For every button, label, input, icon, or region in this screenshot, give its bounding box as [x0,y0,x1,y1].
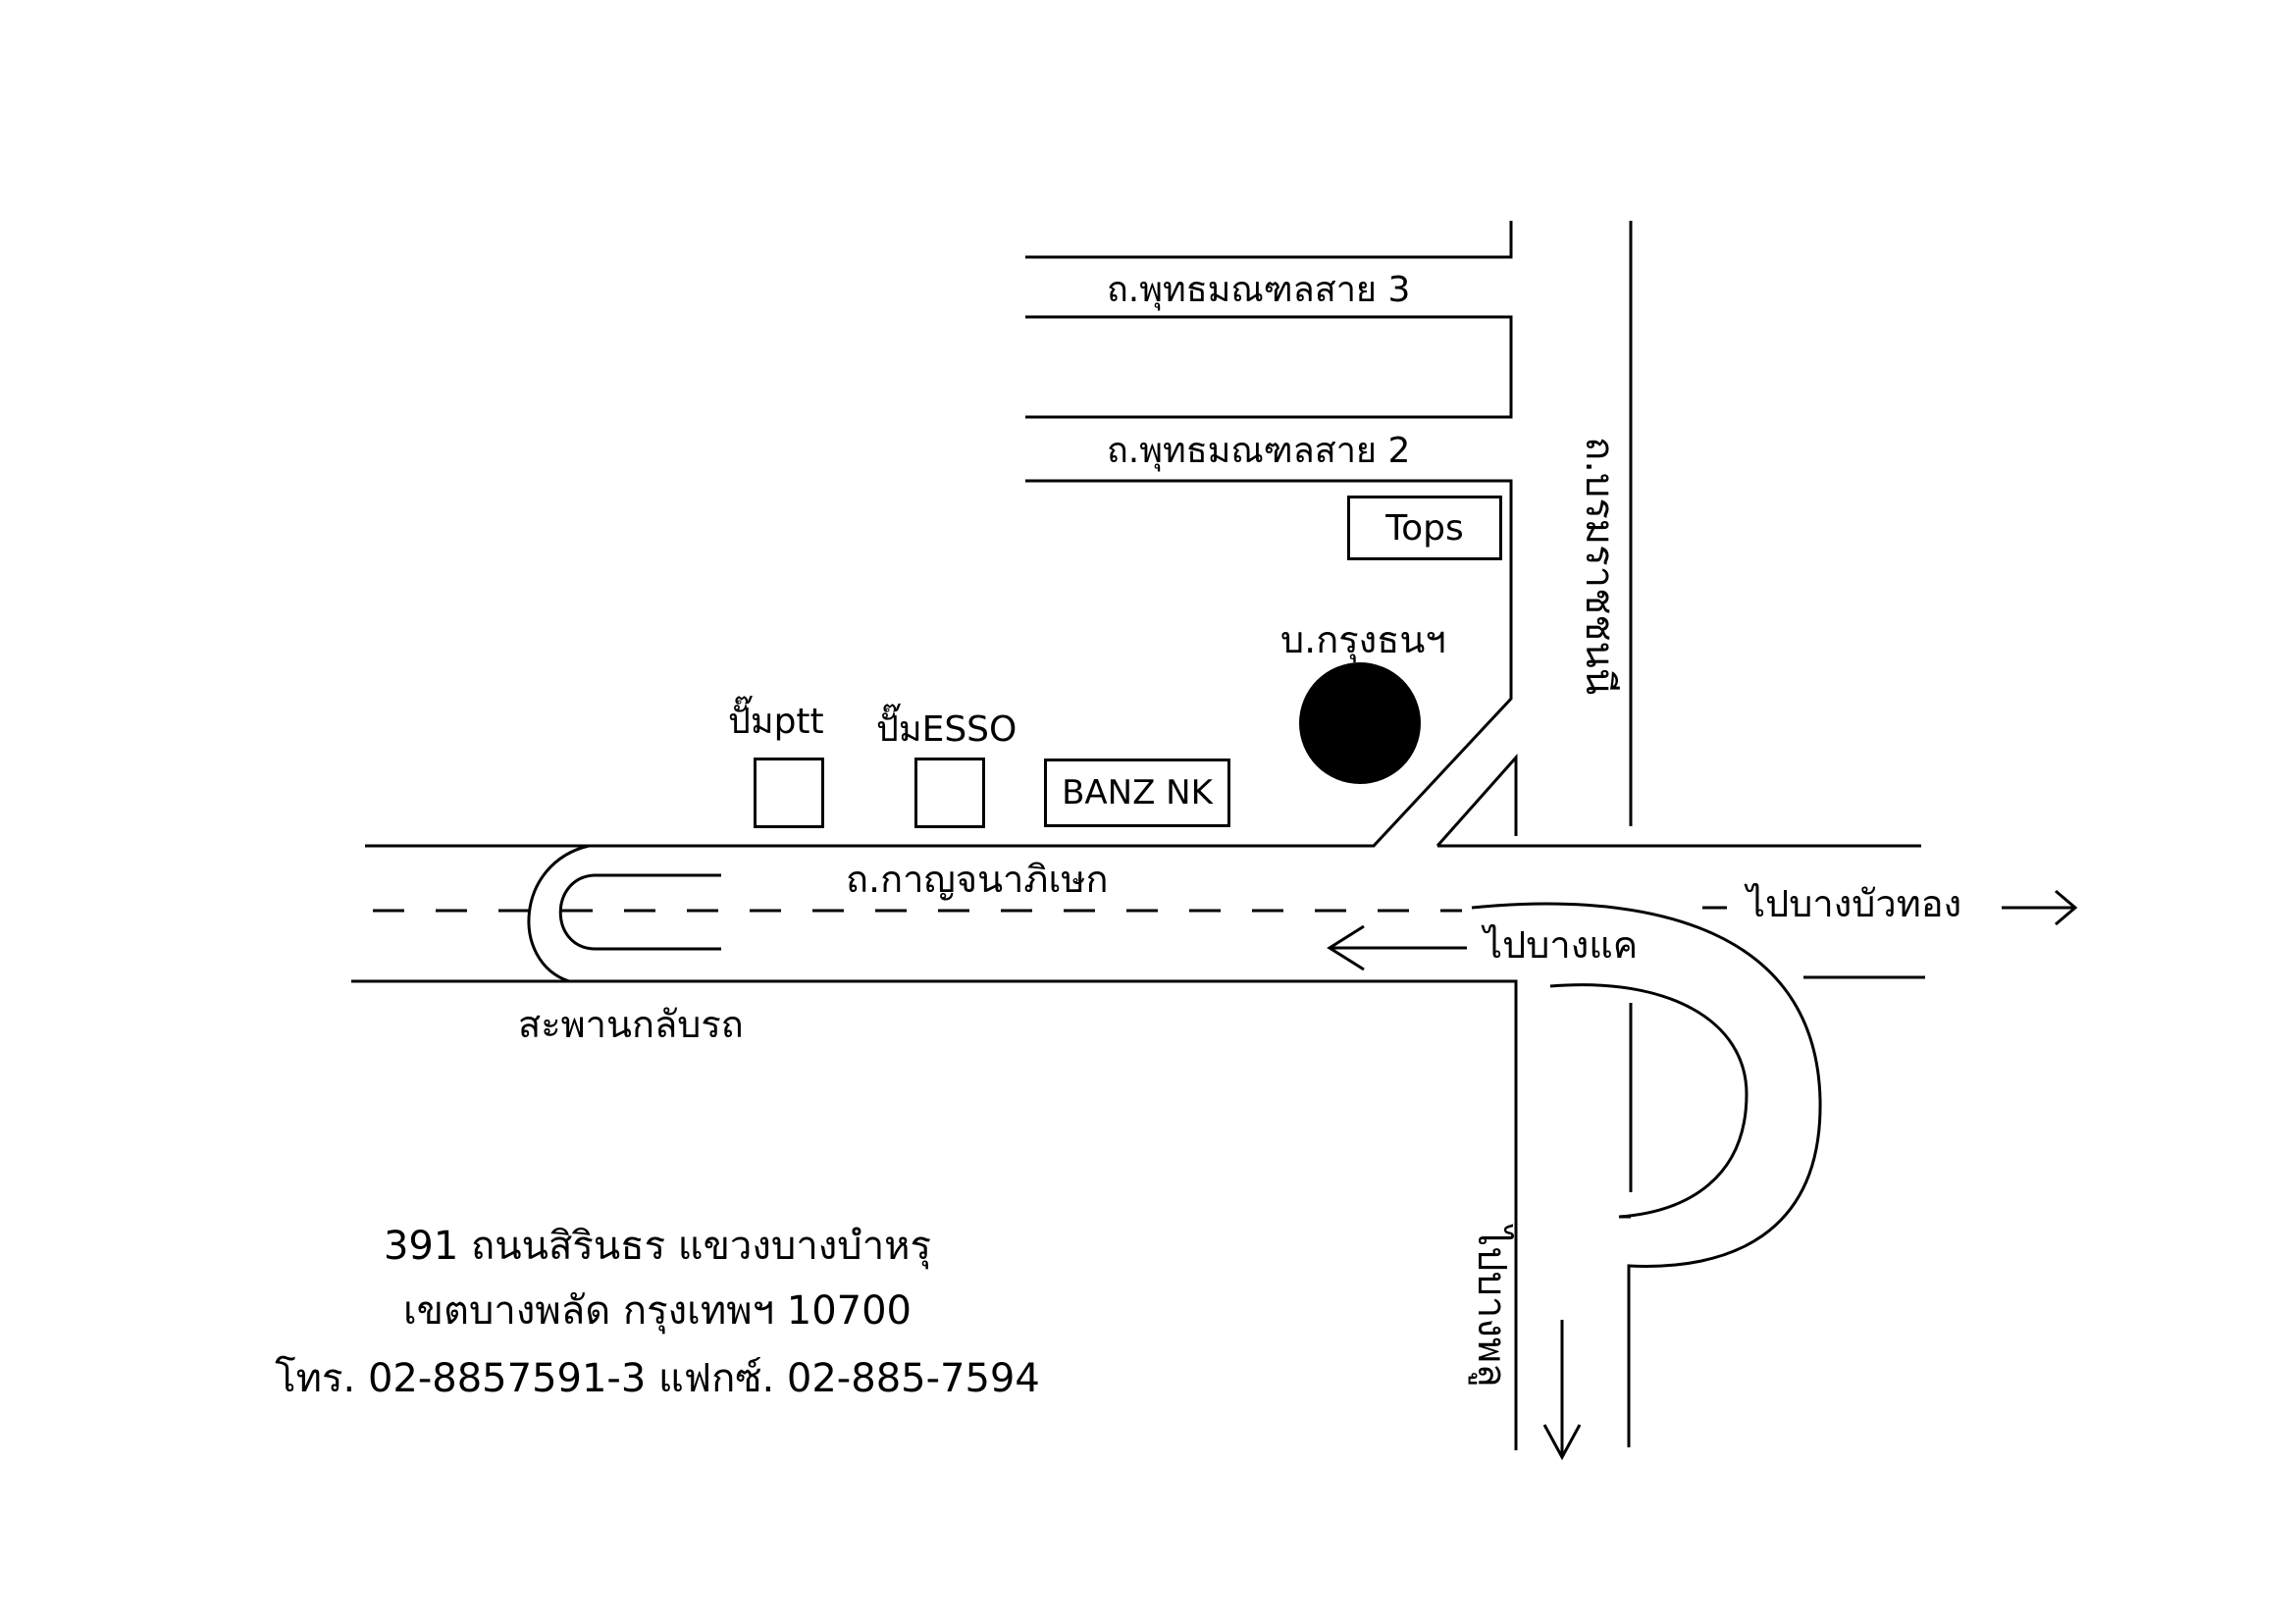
label-esso: ปั๊มESSO [876,709,1018,750]
traffic-island [1435,754,1921,848]
landmark-tops: Tops [1347,496,1502,560]
label-to-bang-bua-thong: ไปบางบัวทอง [1747,882,1962,925]
label-phutthamonthon-3: ถ.พุทธมณฑลสาย 3 [1107,270,1411,310]
label-u-turn-bridge: สะพานกลับรถ [518,1003,744,1046]
arrow-to-bang-khae [1327,924,1467,971]
landmark-banz-nk: BANZ NK [1044,759,1230,827]
esso-station-box [914,758,985,828]
address-line-3: โทร. 02-8857591-3 แฟกซ์. 02-885-7594 [275,1356,1040,1401]
address-line-2: เขตบางพลัด กรุงเทพฯ 10700 [402,1288,912,1334]
ptt-station-box [754,758,824,828]
arrow-to-bang-bua-thong [2002,889,2078,926]
road-kanchanaphisek-south-edge [351,979,1518,1450]
road-phutthamonthon-3-south [1025,315,1513,419]
bank-marker [1299,662,1421,784]
label-to-bang-phlu: ไปบางพลู [1469,1227,1514,1387]
label-kanchanaphisek: ถ.กาญจนาภิเษก [846,858,1109,901]
label-ptt: ปั๊มptt [728,702,824,742]
road-phutthamonthon-2-south-edge [365,479,1513,848]
road-phutthamonthon-3 [1025,221,1513,259]
label-borommaratchachonnani: ถ.บรมราชชนนี [1577,437,1622,696]
flyover-loop-outer [1471,902,1822,1447]
label-bank: บ.กรุงธนฯ [1280,618,1446,661]
flyover-loop-inner [1549,983,1748,1219]
u-turn-bridge-outer [527,844,590,983]
arrow-to-bang-phlu [1542,1320,1582,1461]
label-phutthamonthon-2: ถ.พุทธมณฑลสาย 2 [1107,431,1411,471]
label-to-bang-khae: ไปบางแค [1484,923,1639,967]
address-line-1: 391 ถนนสิรินธร แขวงบางบำหรุ [383,1224,932,1269]
u-turn-bridge-inner [558,873,721,951]
